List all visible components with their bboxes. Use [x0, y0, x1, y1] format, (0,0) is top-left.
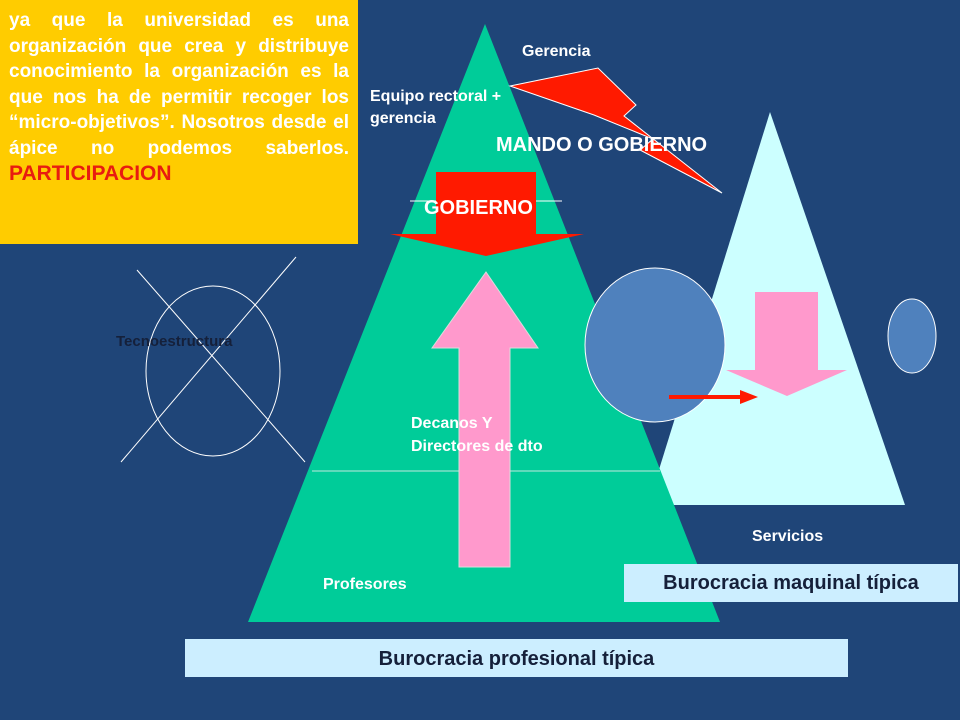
burocracia-profesional-box: Burocracia profesional típica: [185, 639, 848, 677]
explanation-text: ya que la universidad es una organizació…: [9, 10, 349, 159]
equipo-rectoral-label-line1: Equipo rectoral +: [370, 88, 502, 105]
tecnoestructura-circle: [145, 285, 281, 457]
decanos-label-line2: Directores de dto: [411, 438, 543, 455]
services-down-arrow: [726, 292, 847, 396]
burocracia-maquinal-box: Burocracia maquinal típica: [624, 564, 958, 602]
tecnoestructura-cross-line-1: [136, 269, 306, 463]
servicios-label: Servicios: [752, 528, 824, 545]
gobierno-label: GOBIERNO: [424, 197, 533, 219]
participacion-highlight: PARTICIPACION: [9, 162, 172, 185]
participation-up-arrow: [431, 271, 539, 568]
tecnoestructura-cross-line-2: [120, 256, 297, 463]
small-blue-circle: [887, 298, 937, 374]
red-right-arrow-head: [740, 390, 758, 404]
mando-o-gobierno-label: MANDO O GOBIERNO: [496, 134, 708, 156]
explanation-note: ya que la universidad es una organizació…: [0, 0, 358, 244]
equipo-rectoral-label-line2: gerencia: [370, 110, 436, 127]
decanos-label-line1: Decanos Y: [411, 415, 493, 432]
gerencia-label: Gerencia: [522, 43, 591, 60]
large-blue-circle: [584, 267, 726, 423]
profesores-label: Profesores: [323, 576, 407, 593]
lightning-arrow: [508, 67, 723, 194]
gobierno-down-arrow: [390, 172, 584, 256]
tecnoestructura-label: Tecnoestructura: [116, 333, 233, 350]
